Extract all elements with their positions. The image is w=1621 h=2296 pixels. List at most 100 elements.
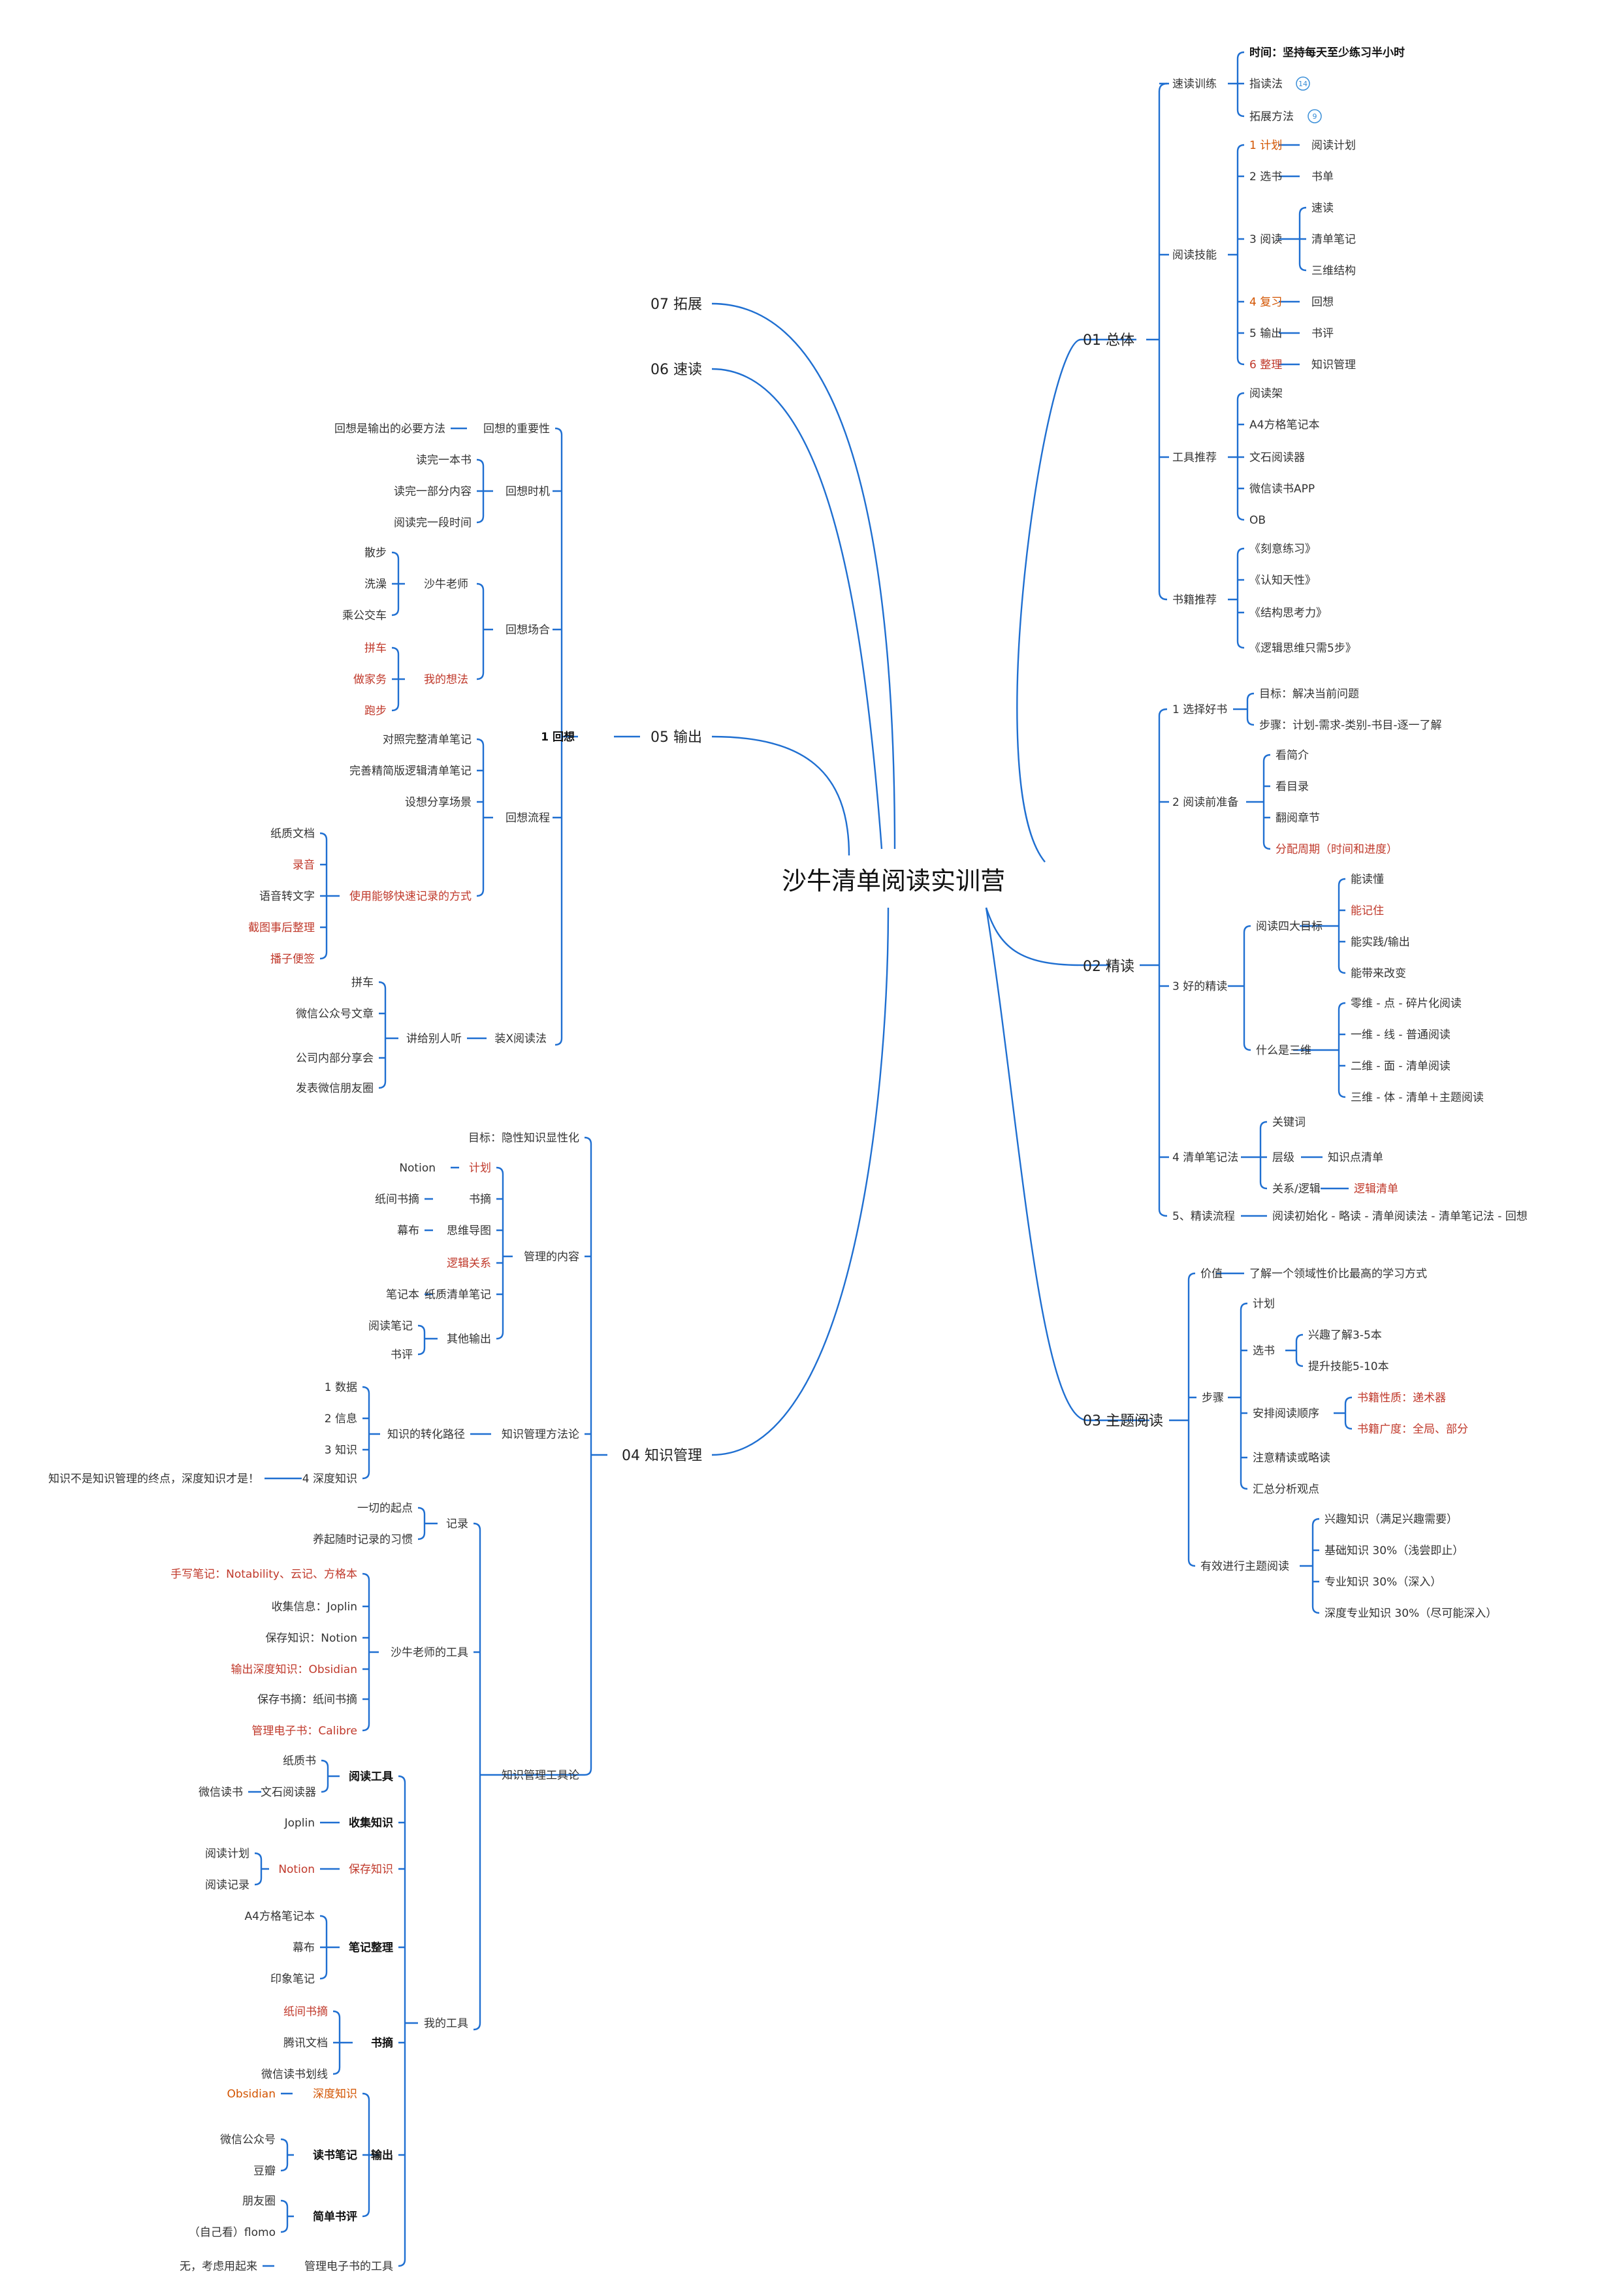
mine-output[interactable]: 输出 bbox=[371, 2148, 393, 2162]
skill-6-organize[interactable]: 6 整理 bbox=[1249, 359, 1282, 372]
skill-1-result[interactable]: 阅读计划 bbox=[1311, 139, 1356, 152]
tool-notebook[interactable]: A4方格笔记本 bbox=[1249, 419, 1319, 432]
flow-fast-record[interactable]: 使用能够快速记录的方式 bbox=[349, 889, 472, 903]
excerpt-paper[interactable]: 纸间书摘 bbox=[283, 2005, 328, 2018]
path-info[interactable]: 2 信息 bbox=[325, 1412, 357, 1426]
brief-moments[interactable]: 朋友圈 bbox=[242, 2195, 276, 2208]
goal-understand[interactable]: 能读懂 bbox=[1351, 873, 1384, 886]
choose-goal[interactable]: 目标：解决当前问题 bbox=[1259, 688, 1359, 701]
scene-teacher[interactable]: 沙牛老师 bbox=[424, 578, 468, 591]
prepare-schedule[interactable]: 分配周期（时间和进度） bbox=[1276, 843, 1398, 856]
finger-count-badge[interactable]: 14 bbox=[1296, 76, 1310, 91]
tool-weread[interactable]: 微信读书APP bbox=[1249, 483, 1315, 496]
content-excerpt-tool[interactable]: 纸间书摘 bbox=[375, 1193, 419, 1206]
flow-imagine[interactable]: 设想分享场景 bbox=[405, 796, 472, 809]
mine-organize[interactable]: 笔记整理 bbox=[349, 1941, 393, 1954]
tool-ob[interactable]: OB bbox=[1249, 514, 1266, 527]
skill-2-select[interactable]: 2 选书 bbox=[1249, 170, 1282, 183]
content-excerpt[interactable]: 书摘 bbox=[469, 1193, 491, 1206]
step-1-choose[interactable]: 1 选择好书 bbox=[1172, 703, 1227, 716]
finger-reading[interactable]: 指读法 bbox=[1249, 78, 1283, 91]
branch-07-expand[interactable]: 07 拓展 bbox=[650, 296, 702, 313]
book-3[interactable]: 《结构思考力》 bbox=[1249, 607, 1327, 620]
path-deep[interactable]: 4 深度知识 bbox=[302, 1473, 357, 1486]
organize-evernote[interactable]: 印象笔记 bbox=[270, 1973, 315, 1986]
topic-careful[interactable]: 注意精读或略读 bbox=[1253, 1452, 1330, 1465]
path-knowledge[interactable]: 3 知识 bbox=[325, 1444, 357, 1457]
dim-1[interactable]: 一维 - 线 - 普通阅读 bbox=[1351, 1028, 1451, 1042]
branch-01-overall[interactable]: 01 总体 bbox=[1083, 332, 1134, 349]
km-path[interactable]: 知识的转化路径 bbox=[387, 1428, 465, 1441]
recall-timing[interactable]: 回想时机 bbox=[506, 485, 550, 498]
content-notebook[interactable]: 笔记本 bbox=[386, 1288, 419, 1301]
branch-03-topic[interactable]: 03 主题阅读 bbox=[1083, 1413, 1163, 1429]
content-mindmap[interactable]: 思维导图 bbox=[447, 1224, 491, 1237]
teacher-save[interactable]: 保存知识：Notion bbox=[265, 1632, 357, 1645]
step-2-prepare[interactable]: 2 阅读前准备 bbox=[1172, 796, 1238, 809]
notes-level[interactable]: 层级 bbox=[1272, 1151, 1294, 1164]
scene-shower[interactable]: 洗澡 bbox=[364, 578, 387, 591]
record-screenshot[interactable]: 截图事后整理 bbox=[248, 921, 315, 934]
record-speech[interactable]: 语音转文字 bbox=[259, 890, 315, 903]
book-2[interactable]: 《认知天性》 bbox=[1249, 574, 1316, 587]
book-4[interactable]: 《逻辑思维只需5步》 bbox=[1249, 642, 1356, 655]
tell-others[interactable]: 讲给别人听 bbox=[406, 1032, 462, 1045]
km-goal[interactable]: 目标：隐性知识显性化 bbox=[468, 1132, 579, 1145]
notes-relation-result[interactable]: 逻辑清单 bbox=[1354, 1183, 1398, 1196]
km-content[interactable]: 管理的内容 bbox=[524, 1251, 579, 1264]
notes-level-result[interactable]: 知识点清单 bbox=[1328, 1151, 1383, 1164]
topic-value-result[interactable]: 了解一个领域性价比最高的学习方式 bbox=[1249, 1268, 1427, 1281]
goal-change[interactable]: 能带来改变 bbox=[1351, 967, 1406, 980]
timing-part[interactable]: 读完一部分内容 bbox=[394, 485, 472, 498]
notes-wechat[interactable]: 微信公众号 bbox=[220, 2133, 276, 2146]
what-is-3d[interactable]: 什么是三维 bbox=[1256, 1044, 1311, 1057]
effective-pro[interactable]: 专业知识 30%（深入） bbox=[1324, 1576, 1441, 1589]
step-4-list-notes[interactable]: 4 清单笔记法 bbox=[1172, 1151, 1238, 1164]
skill-3-read[interactable]: 3 阅读 bbox=[1249, 233, 1282, 246]
notes-relation[interactable]: 关系/逻辑 bbox=[1272, 1183, 1321, 1196]
tools-recommend[interactable]: 工具推荐 bbox=[1172, 451, 1217, 464]
mine-save[interactable]: 保存知识 bbox=[349, 1863, 393, 1876]
tools-mine[interactable]: 我的工具 bbox=[424, 2017, 468, 2030]
prepare-toc[interactable]: 看目录 bbox=[1276, 780, 1309, 793]
topic-order[interactable]: 安排阅读顺序 bbox=[1253, 1407, 1319, 1420]
tools-teacher[interactable]: 沙牛老师的工具 bbox=[391, 1646, 468, 1659]
content-other-output[interactable]: 其他输出 bbox=[447, 1333, 491, 1346]
branch-04-knowledge[interactable]: 04 知识管理 bbox=[622, 1448, 702, 1464]
pick-interest[interactable]: 兴趣了解3-5本 bbox=[1308, 1329, 1382, 1342]
order-breadth[interactable]: 书籍广度：全局、部分 bbox=[1357, 1423, 1468, 1436]
skill-6-result[interactable]: 知识管理 bbox=[1311, 359, 1356, 372]
topic-pick[interactable]: 选书 bbox=[1253, 1345, 1275, 1358]
recall-importance[interactable]: 回想的重要性 bbox=[483, 423, 550, 436]
branch-06-speed[interactable]: 06 速读 bbox=[650, 362, 702, 378]
save-record[interactable]: 阅读记录 bbox=[205, 1879, 249, 1892]
four-goals[interactable]: 阅读四大目标 bbox=[1256, 920, 1323, 933]
speed-training[interactable]: 速读训练 bbox=[1172, 78, 1217, 91]
dim-0[interactable]: 零维 - 点 - 碎片化阅读 bbox=[1351, 997, 1462, 1010]
scene-carpool[interactable]: 拼车 bbox=[364, 642, 387, 655]
goal-remember[interactable]: 能记住 bbox=[1351, 904, 1384, 917]
teacher-handwrite[interactable]: 手写笔记：Notability、云记、方格本 bbox=[170, 1568, 357, 1581]
prepare-intro[interactable]: 看简介 bbox=[1276, 749, 1309, 762]
skill-4-review[interactable]: 4 复习 bbox=[1249, 296, 1282, 309]
teacher-ebook[interactable]: 管理电子书：Calibre bbox=[251, 1725, 357, 1738]
pretend-reading[interactable]: 装X阅读法 bbox=[494, 1032, 547, 1045]
step-3-good[interactable]: 3 好的精读 bbox=[1172, 980, 1227, 993]
books-recommend[interactable]: 书籍推荐 bbox=[1172, 594, 1217, 607]
speed-time[interactable]: 时间：坚持每天至少练习半小时 bbox=[1249, 46, 1405, 59]
prepare-chapters[interactable]: 翻阅章节 bbox=[1276, 812, 1320, 825]
content-paper-notes[interactable]: 纸质清单笔记 bbox=[425, 1288, 491, 1301]
topic-value[interactable]: 价值 bbox=[1200, 1268, 1223, 1281]
flow-detail[interactable]: 阅读初始化 - 略读 - 清单阅读法 - 清单笔记法 - 回想 bbox=[1272, 1210, 1528, 1223]
output-deep[interactable]: 深度知识 bbox=[313, 2088, 357, 2101]
scene-mine[interactable]: 我的想法 bbox=[424, 673, 468, 686]
content-mindmap-tool[interactable]: 幕布 bbox=[397, 1224, 419, 1237]
notes-keyword[interactable]: 关键词 bbox=[1272, 1116, 1306, 1129]
skill-3-speed[interactable]: 速读 bbox=[1311, 202, 1334, 215]
mine-read-tool[interactable]: 阅读工具 bbox=[349, 1770, 393, 1783]
skill-3-3d[interactable]: 三维结构 bbox=[1311, 264, 1356, 278]
tell-carpool[interactable]: 拼车 bbox=[351, 976, 374, 989]
tool-stand[interactable]: 阅读架 bbox=[1249, 387, 1283, 400]
branch-05-output[interactable]: 05 输出 bbox=[650, 729, 702, 746]
content-logic[interactable]: 逻辑关系 bbox=[447, 1257, 491, 1270]
